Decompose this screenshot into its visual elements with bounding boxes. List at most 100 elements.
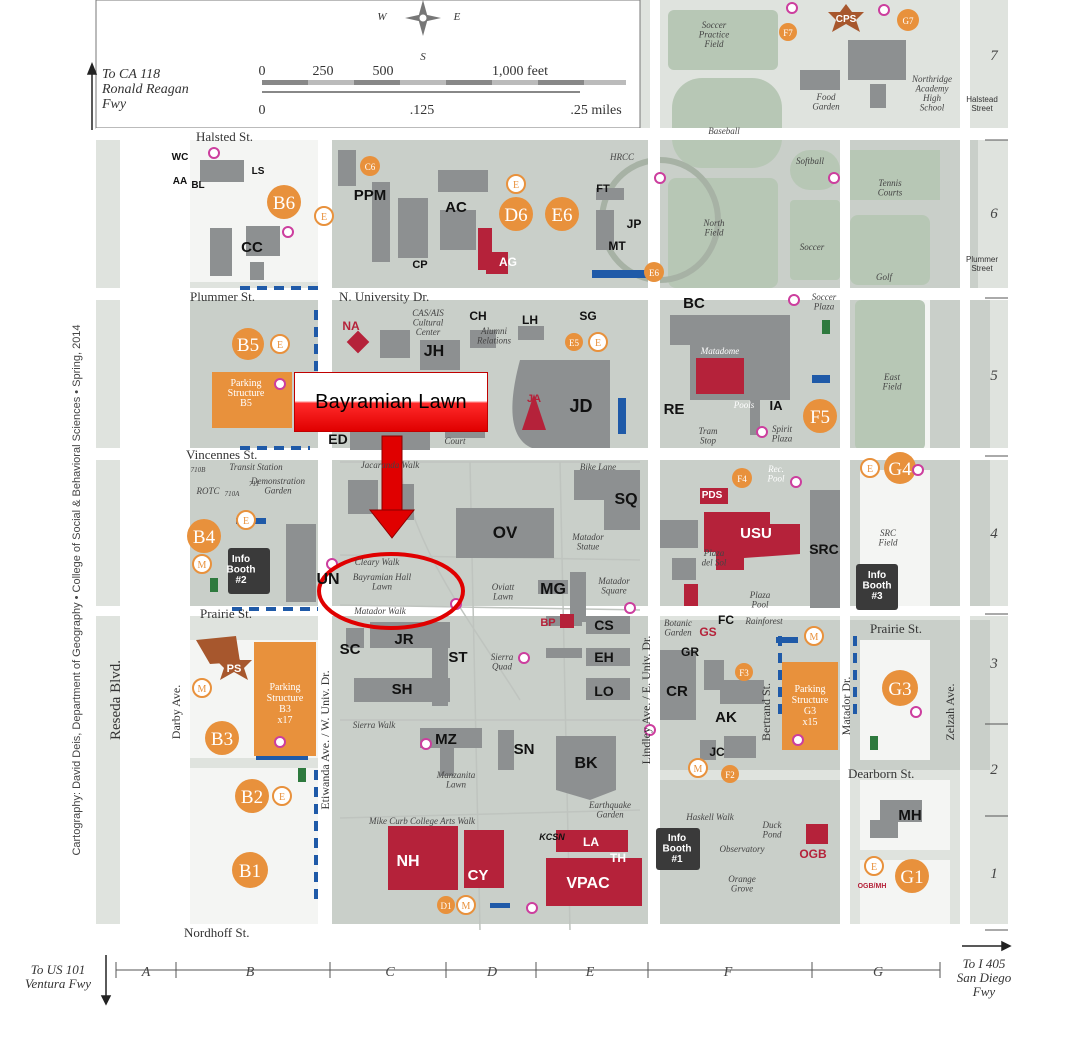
lots-B1-label: B1 <box>239 861 261 882</box>
compass-w-label: W <box>377 11 387 23</box>
buildings-CH-label: CH <box>469 309 486 323</box>
callout-arrow-head <box>368 509 416 539</box>
compass-s-label: S <box>420 51 426 63</box>
buildings-VPAC-label: VPAC <box>566 875 610 892</box>
places-hrcc-label: HRCC <box>609 152 635 162</box>
places-jacaranda_walk-label: Jacaranda Walk <box>361 460 420 470</box>
streets-etiwanda-label: Etiwanda Ave. / W. Univ. Dr. <box>318 670 332 809</box>
inset-frame <box>95 0 641 129</box>
lot-m-4-label: M <box>462 901 471 912</box>
buildings-CC-label: CC <box>241 239 263 256</box>
buildings-WC-label: WC <box>172 152 189 163</box>
buildings-red <box>346 228 828 906</box>
buildings-BC-label: BC <box>683 295 705 312</box>
buildings-BK-label: BK <box>574 755 598 772</box>
buildings-AC-label: AC <box>445 199 467 216</box>
lot-circles <box>187 9 929 914</box>
rows-1-label: 6 <box>990 206 998 222</box>
lots-F2-label: F2 <box>725 770 735 780</box>
lots-F3-label: F3 <box>739 668 749 678</box>
columns-5-label: F <box>723 965 733 980</box>
lot-m-0-label: M <box>198 560 207 571</box>
lots-G4-label: G4 <box>888 459 912 480</box>
rows-0-label: 7 <box>990 48 999 64</box>
buildings-PPM-label: PPM <box>354 187 387 204</box>
buildings-OV-label: OV <box>493 523 518 542</box>
places-softball-label: Softball <box>796 156 825 166</box>
places-observatory-label: Observatory <box>720 844 765 854</box>
lots-E6-label: E6 <box>551 205 572 226</box>
callout-arrow-shaft <box>381 435 403 513</box>
places-cleary_walk-label: Cleary Walk <box>355 557 400 567</box>
ps-building <box>196 636 240 664</box>
lot-e-3-label: E <box>243 516 249 527</box>
lot-m-2-label: M <box>810 632 819 643</box>
streets-n_univ-label: N. University Dr. <box>339 289 429 304</box>
buildings-SN-label: SN <box>514 741 535 758</box>
buildings-LA-label: LA <box>583 835 599 849</box>
buildings-JR-label: JR <box>394 631 413 648</box>
lots-B3-label: B3 <box>211 729 233 750</box>
compass-rose <box>405 0 441 36</box>
lot-e-5-label: E <box>867 464 873 475</box>
lots-B5-label: B5 <box>237 335 259 356</box>
lots-F7-label: F7 <box>783 28 793 38</box>
buildings-LH-label: LH <box>522 313 538 327</box>
lots-G1-label: G1 <box>900 867 923 888</box>
highlight-ellipse <box>317 552 465 630</box>
buildings-AK-label: AK <box>715 709 737 726</box>
scale-miles-2-label: .25 miles <box>570 103 621 118</box>
cps-star <box>828 4 864 32</box>
buildings-MZ-label: MZ <box>435 731 457 748</box>
parking-structures <box>212 372 838 756</box>
buildings-CPS-label: CPS <box>836 14 857 25</box>
streets-nordhoff-label: Nordhoff St. <box>184 925 249 940</box>
lots-B4-label: B4 <box>193 527 216 548</box>
buildings-CS-label: CS <box>594 617 613 633</box>
columns-6-label: G <box>873 965 883 980</box>
rows-2-label: 5 <box>990 368 998 384</box>
buildings-SC-label: SC <box>340 641 361 658</box>
lots-E5-label: E5 <box>569 338 579 348</box>
places-haskell_walk-label: Haskell Walk <box>685 812 734 822</box>
buildings-LO-label: LO <box>594 683 614 699</box>
buildings-SG-label: SG <box>579 309 596 323</box>
buildings-JC-label: JC <box>709 745 725 759</box>
buildings-PDS-label: PDS <box>702 490 723 501</box>
buildings-GR-label: GR <box>681 645 699 659</box>
rows-5-label: 2 <box>990 762 998 778</box>
lots-B2-label: B2 <box>241 787 263 808</box>
pink-markers <box>208 2 924 914</box>
lots-F4-label: F4 <box>737 474 747 484</box>
buildings-LS-label: LS <box>252 166 265 177</box>
buildings-ST-label: ST <box>448 649 467 666</box>
places-pools-label: Pools <box>733 400 755 410</box>
streets-vincennes-label: Vincennes St. <box>186 447 257 462</box>
lots-G7-label: G7 <box>903 16 914 26</box>
places-rotc-label: ROTC <box>195 486 220 496</box>
scale-miles-0-label: 0 <box>259 103 266 118</box>
places-b710-label: 710B <box>191 466 207 474</box>
streets-bertrand-label: Bertrand St. <box>759 683 773 741</box>
buildings-MG-label: MG <box>540 581 566 598</box>
buildings-NA-label: NA <box>342 319 360 333</box>
lot-m-3-label: M <box>694 764 703 775</box>
buildings-GS-label: GS <box>699 625 716 639</box>
direction-arrows <box>86 61 1012 1006</box>
